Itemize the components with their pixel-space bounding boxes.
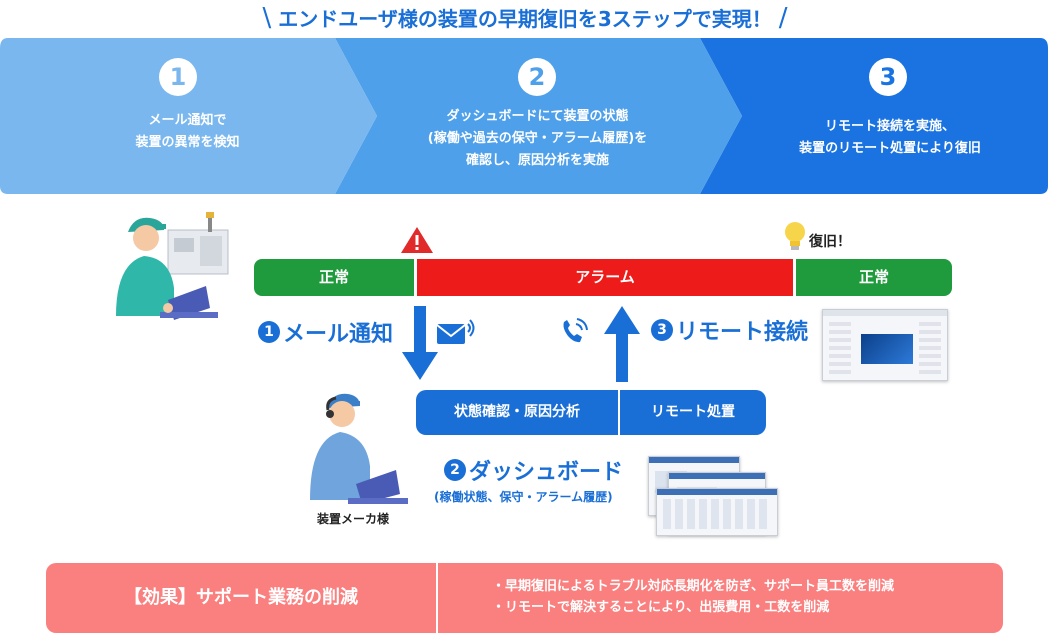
title-slash-right: / xyxy=(778,3,788,33)
analysis-label: 状態確認・原因分析 xyxy=(454,404,580,420)
maker-label: 装置メーカ様 xyxy=(316,512,389,526)
maker-illustration xyxy=(310,393,408,504)
effect-title: 【効果】サポート業務の削減 xyxy=(124,587,358,608)
timeline-normal-1: 正常 xyxy=(254,259,414,296)
step-1-shape xyxy=(0,38,377,194)
step-2-number: 2 xyxy=(518,58,556,96)
timeline-normal-2: 正常 xyxy=(796,259,952,296)
effect-line-1: ・早期復旧によるトラブル対応長期化を防ぎ、サポート員工数を削減 xyxy=(492,579,894,594)
page-title: \ エンドユーザ様の装置の早期復旧を3ステップで実現！ / xyxy=(0,2,1050,34)
title-text: エンドユーザ様の装置の早期復旧を3ステップで実現！ xyxy=(278,7,772,31)
remote-label-text: リモート接続 xyxy=(676,320,809,345)
recovery-label: 復旧！ xyxy=(809,234,851,250)
remote-screen-thumbnail xyxy=(822,309,948,381)
warning-icon xyxy=(401,227,433,253)
step-3-shape xyxy=(700,38,1048,194)
mail-label-text: メール通知 xyxy=(283,322,394,347)
step-3-number: 3 xyxy=(869,58,907,96)
action-box: 状態確認・原因分析 リモート処置 xyxy=(416,390,766,435)
title-slash-left: \ xyxy=(262,3,272,33)
remote-step-number: 3 xyxy=(651,319,673,341)
lightbulb-icon xyxy=(785,222,805,250)
up-arrow-icon xyxy=(604,306,640,382)
dashboard-label-text: ダッシュボード xyxy=(469,460,624,485)
mail-step-number: 1 xyxy=(258,321,280,343)
effect-box: 【効果】サポート業務の削減 ・早期復旧によるトラブル対応長期化を防ぎ、サポート員… xyxy=(46,563,1003,633)
dashboard-sub-label: (稼働状態、保守・アラーム履歴) xyxy=(434,490,613,504)
timeline-alarm: アラーム xyxy=(417,259,793,296)
step-1-number: 1 xyxy=(159,58,197,96)
steps-banner: 1 メール通知で 装置の異常を検知 2 ダッシュボードにて装置の状態 (稼働や過… xyxy=(0,38,1050,196)
step-2-shape xyxy=(335,38,742,194)
end-user-illustration xyxy=(116,212,229,320)
dashboard-screen-3 xyxy=(656,488,778,536)
phone-icon xyxy=(563,318,588,343)
dashboard-step-number: 2 xyxy=(444,459,466,481)
step-3-text: リモート接続を実施、 装置のリモート処置により復旧 xyxy=(799,119,981,156)
mail-icon xyxy=(436,319,475,344)
effect-divider xyxy=(436,563,438,633)
down-arrow-icon xyxy=(402,306,438,380)
step-2-text: ダッシュボードにて装置の状態 (稼働や過去の保守・アラーム履歴)を 確認し、原因… xyxy=(427,109,648,168)
remote-action-label: リモート処置 xyxy=(651,404,735,420)
steps-chevrons xyxy=(0,38,1048,194)
effect-line-2: ・リモートで解決することにより、出張費用・工数を削減 xyxy=(492,600,830,615)
action-divider xyxy=(618,390,620,435)
step-1-text: メール通知で 装置の異常を検知 xyxy=(135,113,240,150)
